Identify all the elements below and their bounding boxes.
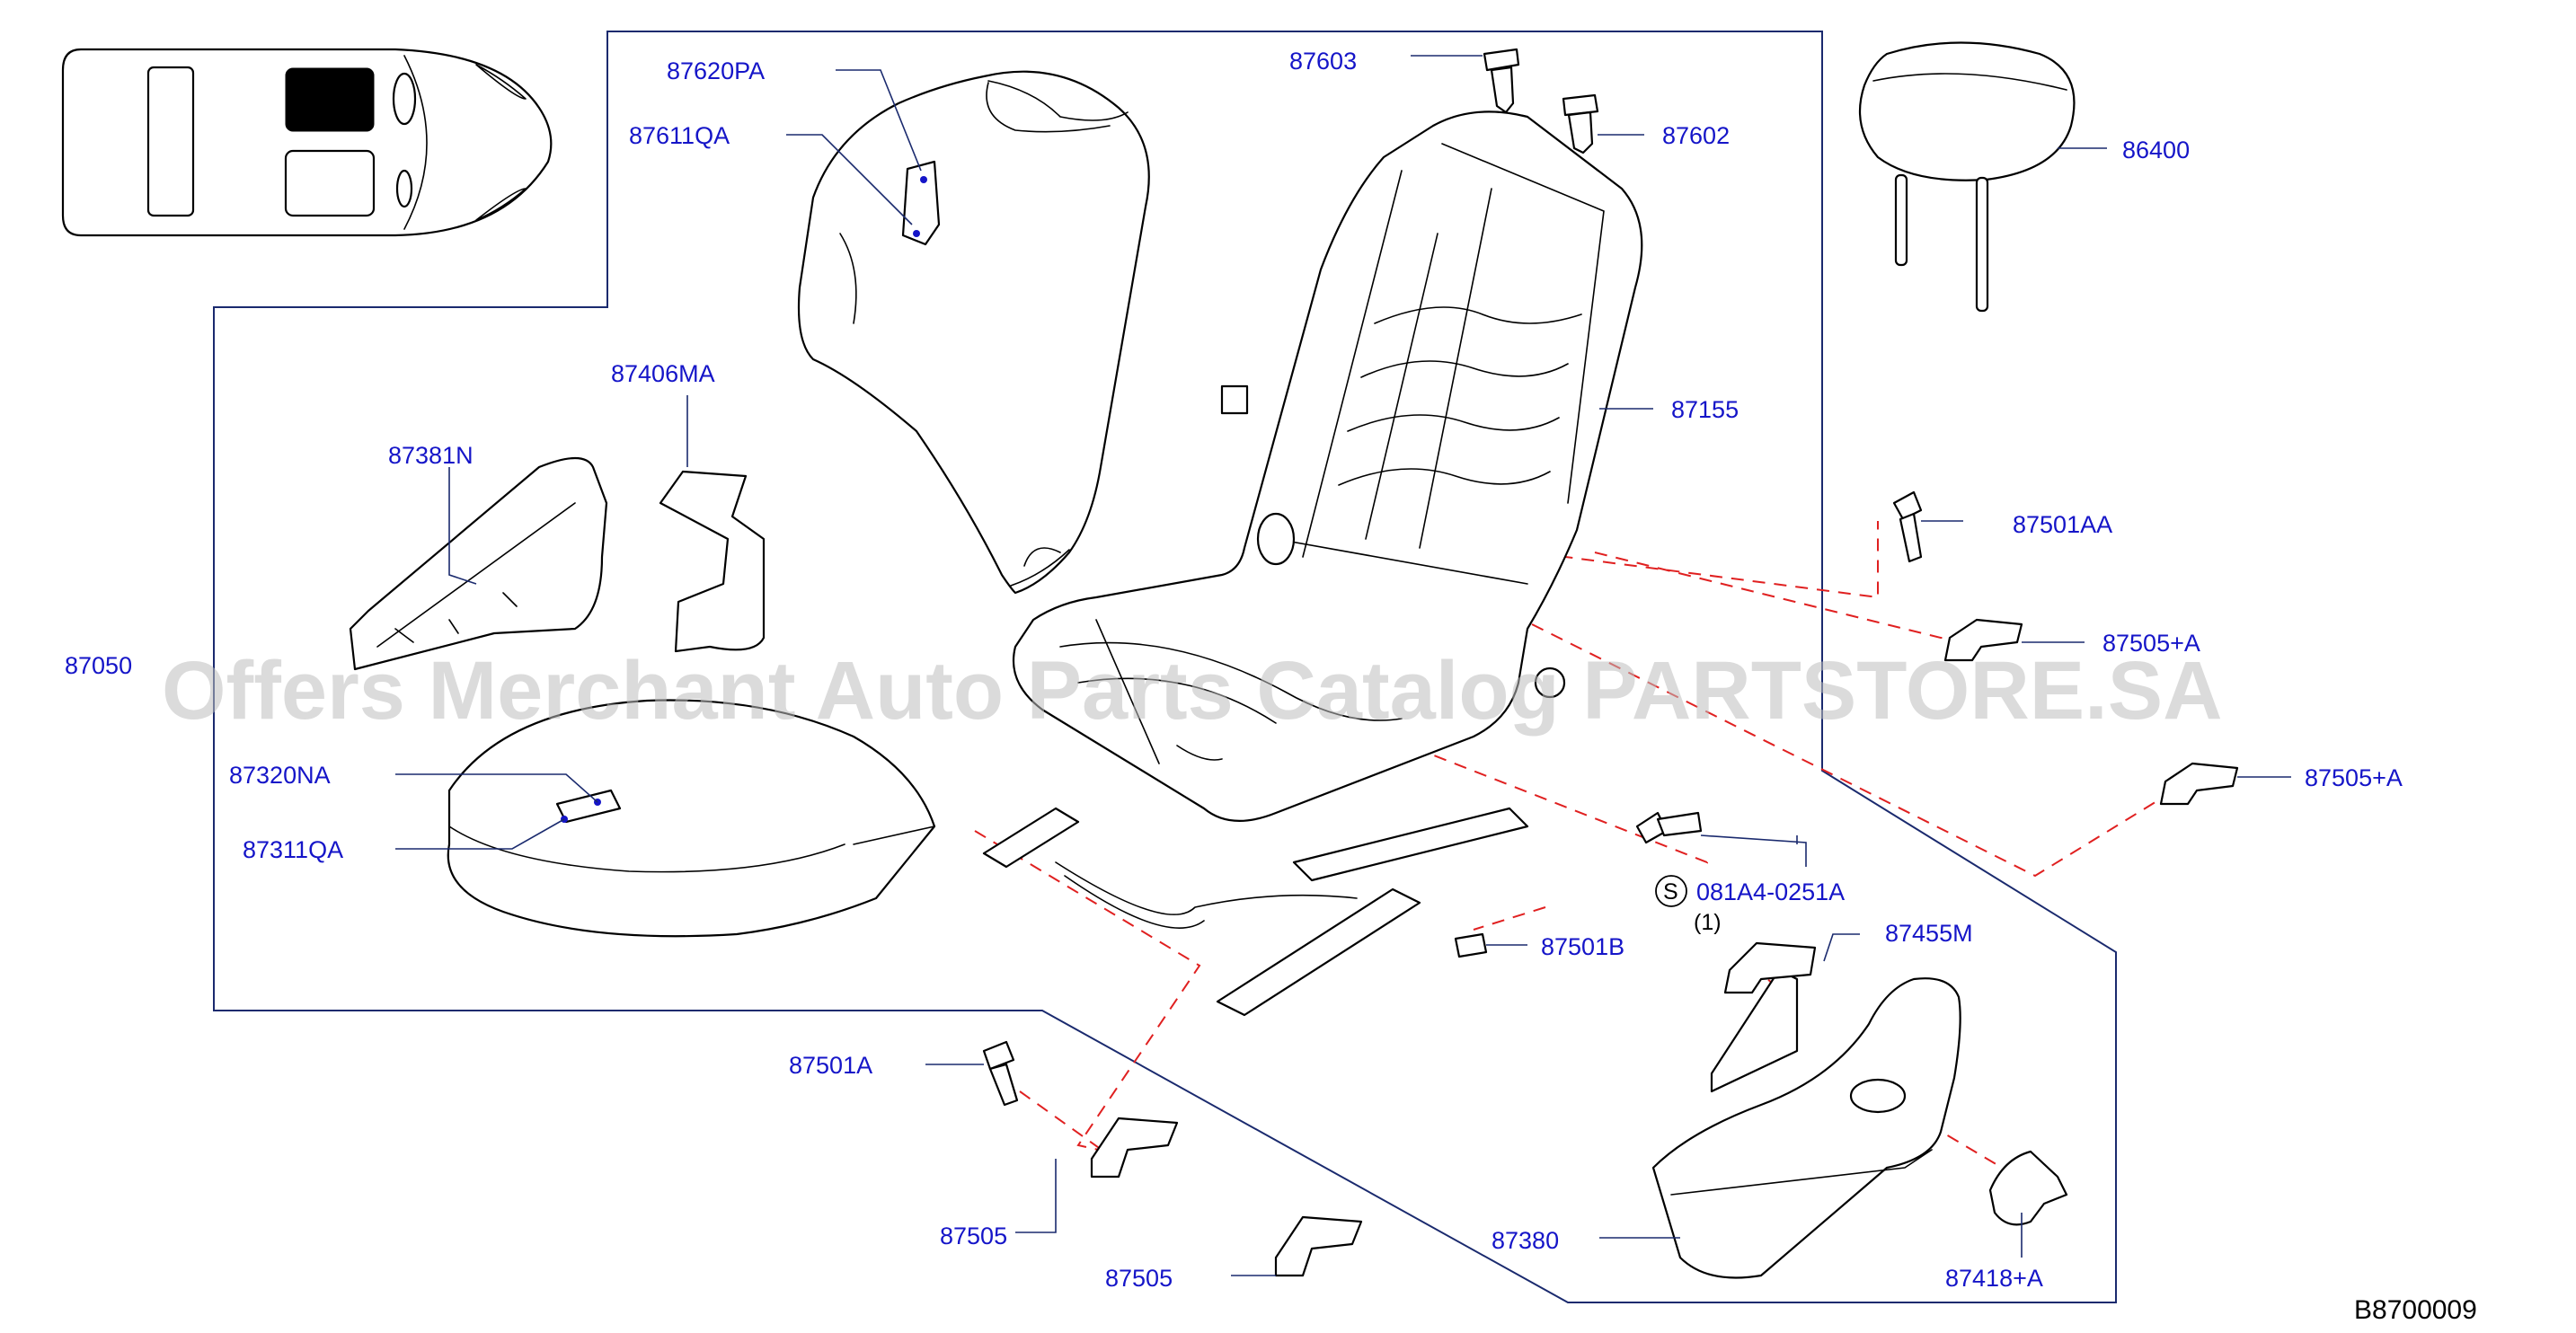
label-87501AA[interactable]: 87501AA	[2013, 511, 2112, 538]
diagram-code: B8700009	[2354, 1295, 2477, 1325]
label-87418A[interactable]: 87418+A	[1945, 1265, 2043, 1292]
inner-side-shield	[349, 457, 608, 671]
label-081A4-0251A[interactable]: 081A4-0251A	[1696, 878, 1845, 905]
clip-87505-upper	[1090, 1117, 1179, 1179]
bolt-87501AA	[1892, 490, 1923, 563]
headrest-guide-pin-87602	[1562, 93, 1599, 154]
label-87602[interactable]: 87602	[1662, 122, 1730, 149]
label-87381N[interactable]: 87381N	[388, 442, 474, 469]
seat-frame	[1012, 110, 1643, 822]
label-87505A-upper[interactable]: 87505+A	[2102, 630, 2200, 657]
quantity-label: (1)	[1694, 910, 1722, 935]
label-87505-upper[interactable]: 87505	[940, 1223, 1007, 1249]
nut-87501B	[1454, 932, 1488, 958]
label-87505A-lower[interactable]: 87505+A	[2305, 764, 2403, 791]
outer-side-shield	[1651, 941, 1961, 1279]
headrest	[1858, 41, 2076, 313]
label-87155[interactable]: 87155	[1671, 396, 1739, 423]
label-87311QA[interactable]: 87311QA	[243, 836, 343, 863]
recline-lever-knob	[1988, 1150, 2068, 1226]
car-locator-icon	[61, 48, 553, 237]
highlight-seat-icon	[285, 67, 375, 132]
seat-cushion	[447, 699, 936, 938]
group-frame	[213, 31, 2117, 1303]
label-87320NA[interactable]: 87320NA	[229, 762, 331, 789]
seat-slide-rails	[982, 807, 1529, 1017]
screw-symbol-letter: S	[1663, 879, 1678, 905]
label-87455M[interactable]: 87455M	[1885, 920, 1973, 947]
screw-symbol-icon	[1655, 875, 1687, 907]
seat-back-cover	[797, 70, 1150, 595]
bolt-87501A	[982, 1040, 1019, 1107]
clip-87505A-upper	[1943, 618, 2023, 662]
label-87620PA[interactable]: 87620PA	[667, 57, 765, 84]
label-87603[interactable]: 87603	[1289, 48, 1357, 75]
label-87501B[interactable]: 87501B	[1541, 933, 1624, 960]
label-86400[interactable]: 86400	[2122, 137, 2190, 163]
watermark-text: Offers Merchant Auto Parts Catalog PARTS…	[162, 645, 2223, 737]
label-87505-lower[interactable]: 87505	[1105, 1265, 1173, 1292]
headrest-guide-pin-87603	[1483, 48, 1520, 114]
label-87406MA[interactable]: 87406MA	[611, 360, 715, 387]
label-87501A[interactable]: 87501A	[789, 1052, 872, 1079]
label-87050[interactable]: 87050	[65, 652, 132, 679]
label-87380[interactable]: 87380	[1492, 1227, 1559, 1254]
bolt-081A4-0251A	[1635, 811, 1703, 844]
leader-lines	[395, 55, 2291, 1276]
clip-87505-lower	[1274, 1215, 1363, 1277]
label-87611QA[interactable]: 87611QA	[629, 122, 730, 149]
clip-87505A-lower	[2159, 762, 2239, 806]
bracket-87406MA	[659, 470, 766, 653]
